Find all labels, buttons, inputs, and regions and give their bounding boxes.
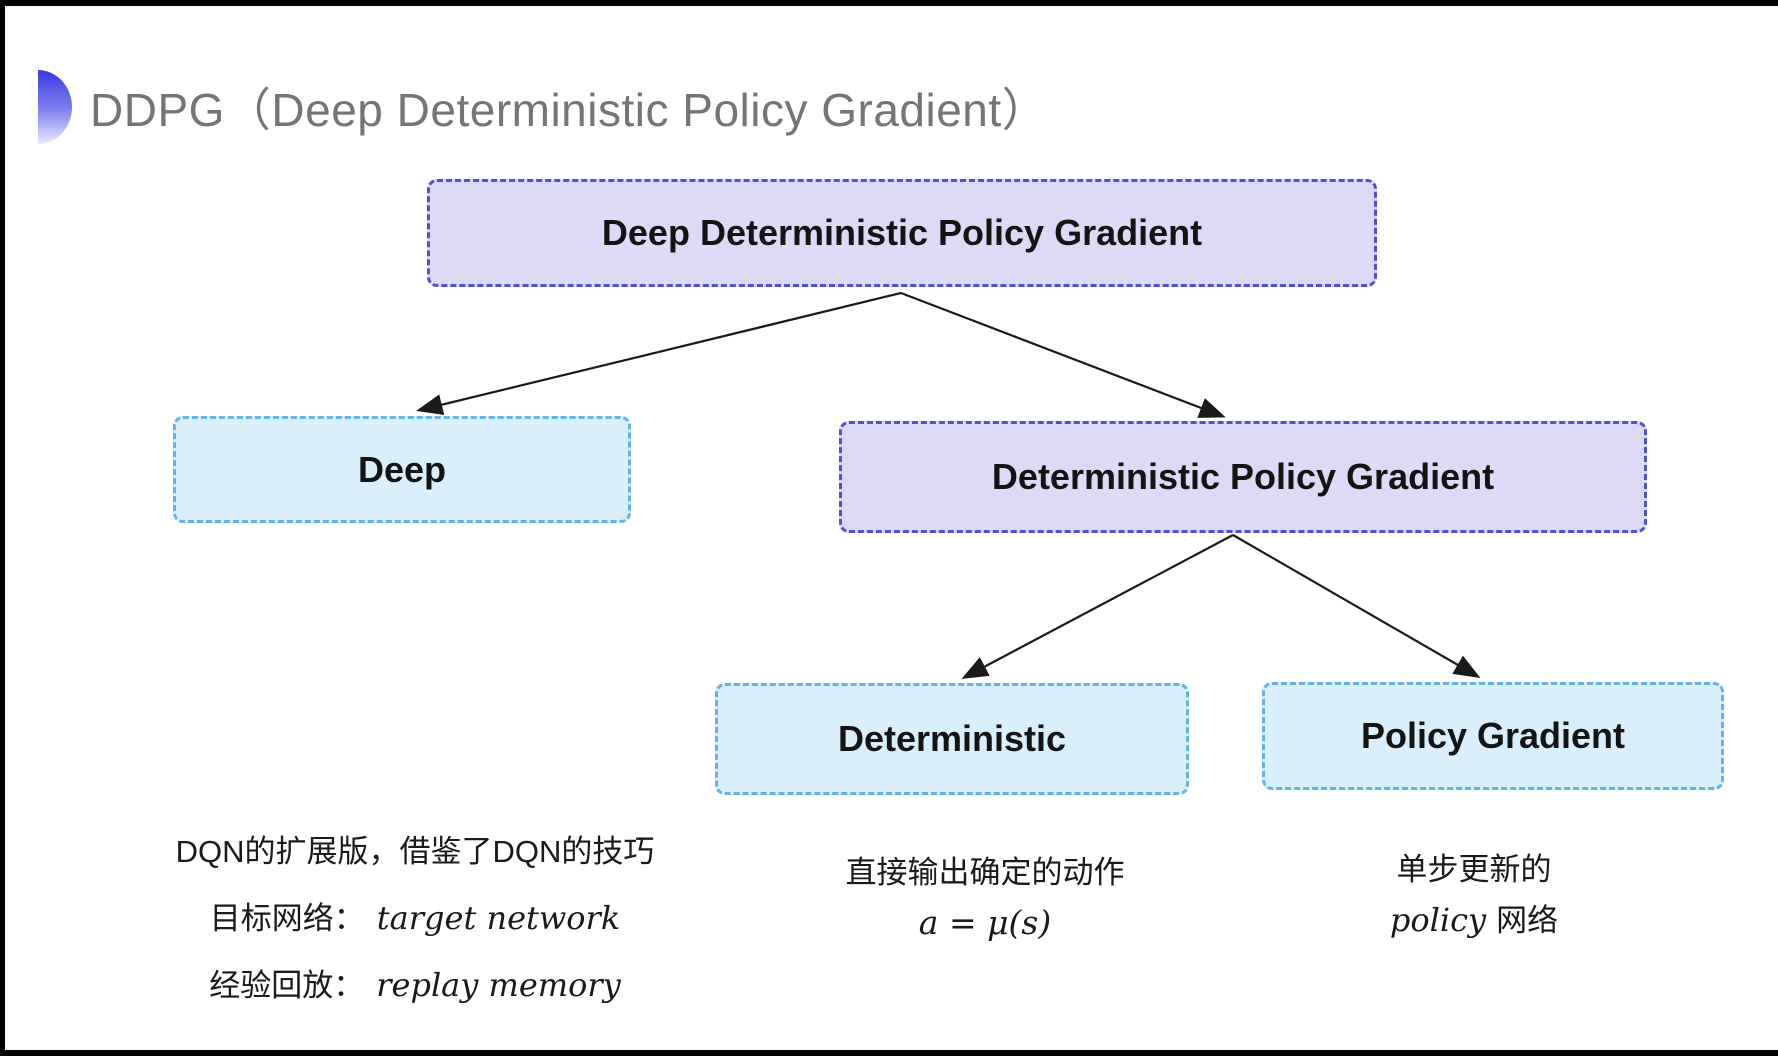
note-dqn-extension: DQN的扩展版，借鉴了DQN的技巧 目标网络：target network 经验… xyxy=(115,822,715,1022)
arrow-root-to-deep xyxy=(416,291,902,415)
node-label: Policy Gradient xyxy=(1360,715,1626,756)
slide-title: DDPG（Deep Deterministic Policy Gradient） xyxy=(90,84,1049,136)
node-deep-deterministic-policy-gradient: Deep Deterministic Policy Gradient xyxy=(427,179,1377,287)
note-line-single-step: 单步更新的 xyxy=(1396,852,1552,887)
node-policy-gradient: Policy Gradient xyxy=(1262,682,1724,790)
note-line-deterministic-output: 直接输出确定的动作 xyxy=(845,855,1125,890)
note-line-dqn-summary: DQN的扩展版，借鉴了DQN的技巧 xyxy=(175,834,655,869)
formula-a-mu-s: a = μ(s) xyxy=(918,903,1052,942)
window-border-left xyxy=(0,0,5,1056)
arrow-dpg-to-policy-gradient xyxy=(1232,534,1481,678)
node-label: Deep xyxy=(357,448,447,490)
node-deterministic-policy-gradient: Deterministic Policy Gradient xyxy=(839,421,1647,533)
node-deterministic: Deterministic xyxy=(715,683,1189,795)
node-label: Deterministic Policy Gradient xyxy=(991,456,1495,497)
node-label: Deterministic xyxy=(837,718,1067,759)
note-line-replay-memory: 经验回放：replay memory xyxy=(209,966,621,1004)
node-deep: Deep xyxy=(173,416,631,523)
arrow-dpg-to-deterministic xyxy=(961,534,1234,679)
window-border-top xyxy=(0,0,1778,6)
window-border-bottom xyxy=(0,1050,1778,1056)
arrow-root-to-dpg xyxy=(900,291,1226,418)
node-label: Deep Deterministic Policy Gradient xyxy=(601,212,1203,253)
slide-header: DDPG（Deep Deterministic Policy Gradient） xyxy=(38,70,1048,144)
note-line-target-network: 目标网络：target network xyxy=(209,899,621,937)
note-deterministic-action: 直接输出确定的动作 a = μ(s) xyxy=(760,851,1210,952)
note-line-formula: a = μ(s) xyxy=(760,901,1210,952)
